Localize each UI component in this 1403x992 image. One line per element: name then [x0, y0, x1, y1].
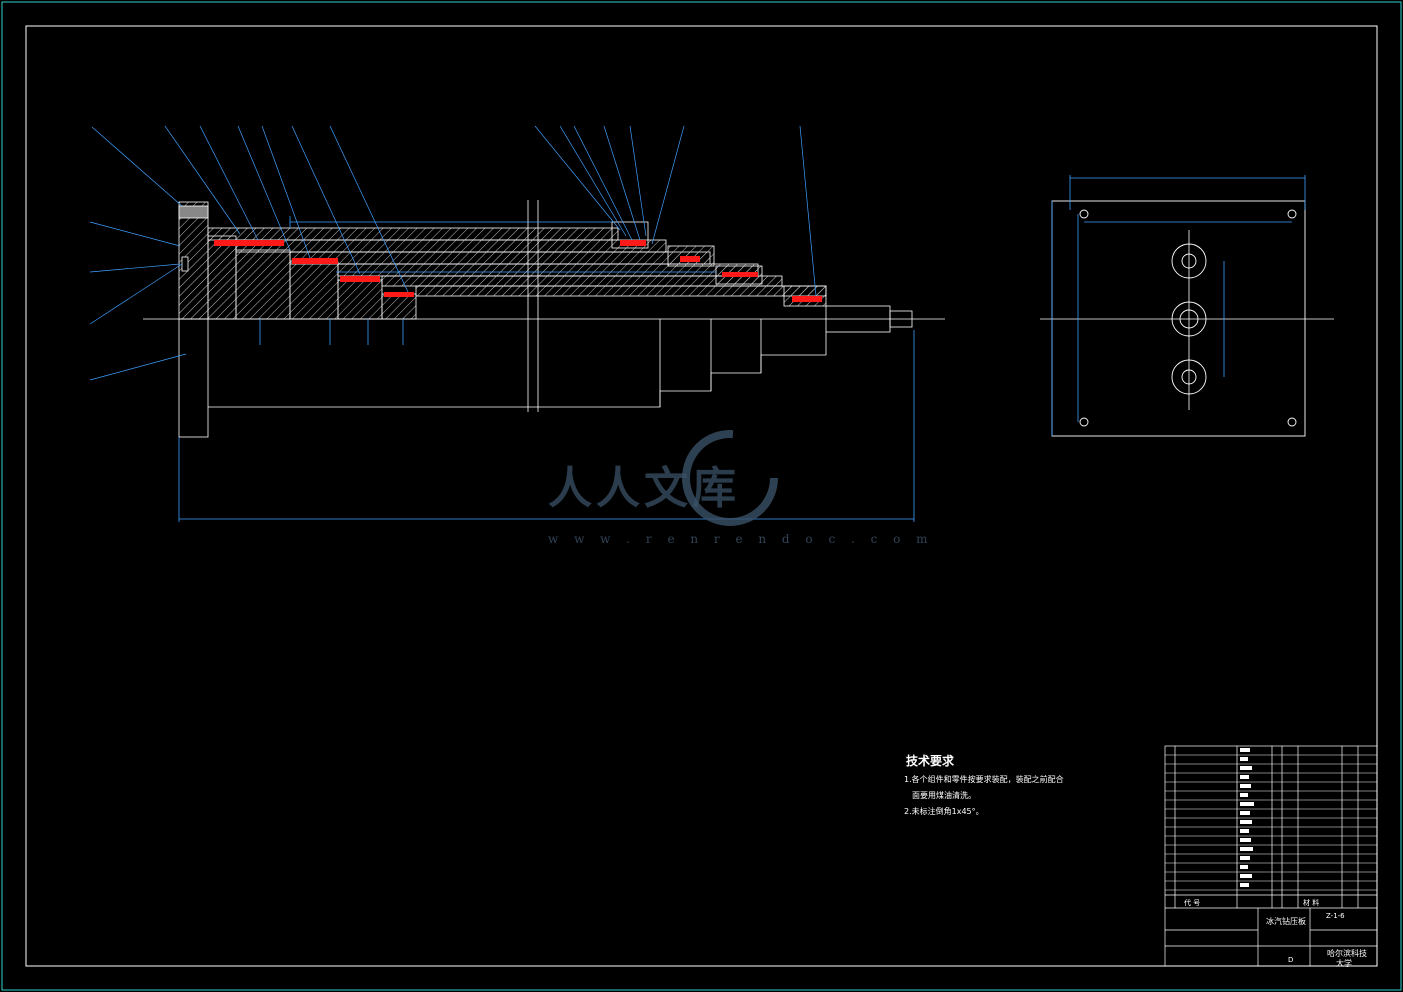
title-block-code-header: 代 号 [1184, 899, 1201, 907]
cylinder-block-2 [235, 249, 291, 320]
seal-4 [384, 292, 414, 297]
section-view [89, 125, 945, 522]
seal-5 [620, 240, 646, 246]
tech-requirement-line-2: 面要用煤油清洗。 [912, 791, 976, 800]
seal-1 [214, 240, 284, 246]
center-hole-top-inner [1181, 253, 1197, 269]
center-hole-mid-outer [1171, 301, 1207, 337]
seal-6 [680, 256, 700, 262]
inner-border [25, 25, 1378, 967]
tech-requirements-title: 技术要求 [906, 754, 955, 768]
school-name-line1: 哈尔滨科技 [1327, 949, 1367, 958]
tube-2 [235, 239, 667, 253]
cylinder-block-4 [337, 279, 383, 320]
center-hole-top-outer [1171, 243, 1207, 279]
plate-outline [1051, 200, 1306, 437]
center-hole-bot-outer [1171, 359, 1207, 395]
drawing-name: 冰汽钻压板 [1266, 917, 1306, 926]
parts-list-rows [1165, 754, 1377, 891]
seal-2 [292, 258, 338, 264]
flange-nut [178, 205, 209, 219]
plate-dimensions [1051, 175, 1306, 436]
bolt-hole-tr [1287, 209, 1297, 219]
seal-7 [722, 272, 758, 277]
leader-lines [89, 125, 817, 381]
center-hole-bot-inner [1181, 369, 1197, 385]
bolt-hole-bl [1079, 417, 1089, 427]
bolt-hole-br [1287, 417, 1297, 427]
watermark-url: w w w . r e n r e n d o c . c o m [548, 532, 934, 546]
rod-tip [889, 310, 913, 328]
parts-list [1164, 745, 1378, 967]
watermark-text: 人人文库 [548, 463, 740, 514]
drawing-number: Z-1-6 [1326, 912, 1345, 920]
title-block-material-header: 材 料 [1303, 899, 1320, 907]
cylinder-block-5 [381, 293, 417, 320]
watermark-logo [682, 430, 778, 526]
seal-3 [340, 276, 380, 282]
flange-block-lower [178, 318, 209, 438]
lower-outline [208, 332, 827, 408]
tube-6 [415, 285, 827, 297]
tech-requirement-line-3: 2.未标注倒角1x45°。 [904, 807, 984, 816]
cylinder-block-3 [289, 261, 339, 320]
bolt-hole-tl [1079, 209, 1089, 219]
parts-list-marks [1240, 748, 1254, 887]
seal-group [214, 240, 822, 302]
school-name-line2: 大学 [1336, 959, 1352, 968]
bolt-slot [181, 256, 189, 272]
plate-view [1040, 175, 1334, 437]
seal-8 [792, 296, 822, 302]
tech-requirement-line-1: 1.各个组件和零件按要求装配，装配之前配合 [904, 775, 1064, 784]
cylinder-block-1 [207, 235, 237, 320]
dimensions [178, 216, 915, 522]
stage-mark: D [1288, 956, 1294, 964]
gland-1 [611, 221, 649, 249]
tube-1 [207, 227, 619, 241]
center-hole-mid-inner [1179, 309, 1199, 329]
